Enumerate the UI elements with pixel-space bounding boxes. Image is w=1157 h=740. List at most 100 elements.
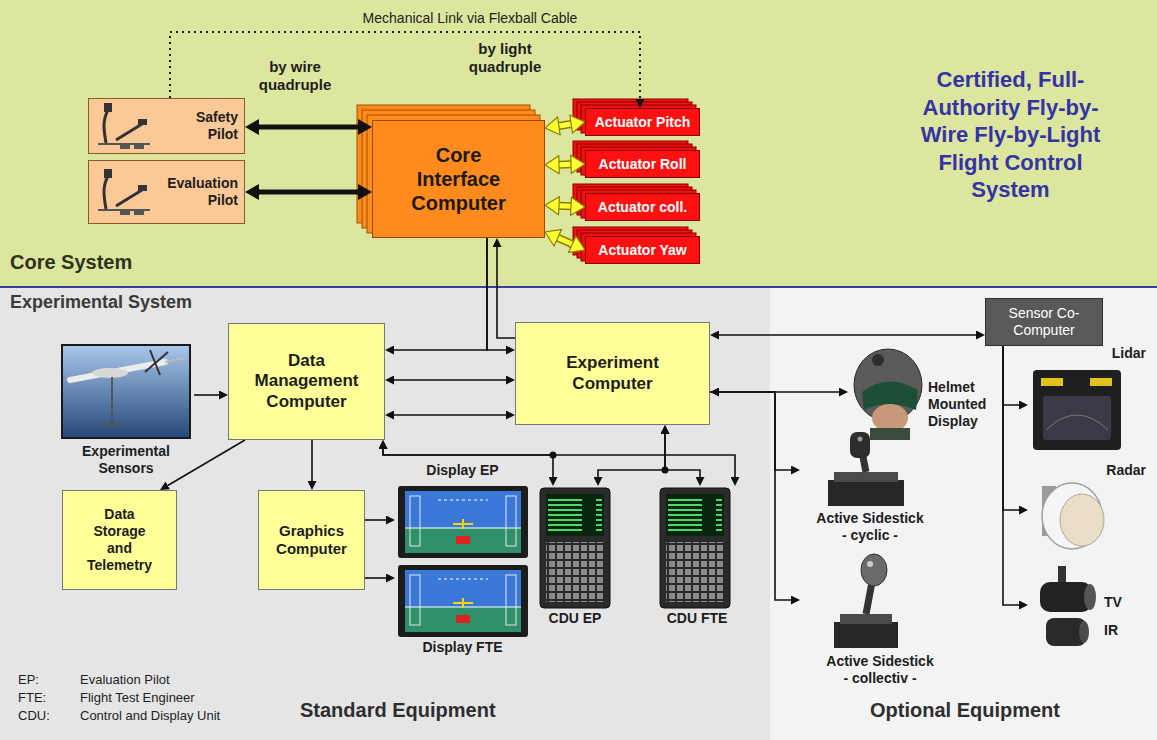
- sidestick-figure: [861, 554, 887, 586]
- display-unit: Display FTE: [395, 563, 532, 660]
- sensor-photo: [92, 368, 128, 378]
- abbreviation-meaning: Evaluation Pilot: [80, 672, 170, 688]
- connector-line: [497, 247, 515, 338]
- abbreviation-meaning: Control and Display Unit: [80, 708, 220, 724]
- connector: [1003, 346, 1019, 510]
- display-screen: [405, 607, 521, 632]
- abbreviation: EP:: [18, 672, 39, 688]
- lidar-unit: [1033, 370, 1121, 450]
- camera-sensor: TVIR: [1028, 562, 1150, 654]
- node-label: Data Storage and Telemetry: [83, 506, 156, 573]
- connector: [1003, 346, 1019, 605]
- display-screen: [456, 615, 470, 623]
- connector-line: [710, 392, 791, 470]
- actuator-box: Actuator Roll: [585, 150, 700, 178]
- connector-line: [1003, 346, 1019, 605]
- co-computer-box: Sensor Co-Computer: [985, 298, 1103, 346]
- sensor-photo: [70, 362, 165, 380]
- sidestick-figure: [834, 622, 898, 648]
- node-label: Lidar: [1088, 345, 1146, 362]
- control-icon: [104, 110, 108, 143]
- node-label: Experimental Sensors: [60, 443, 192, 477]
- node-label: Helmet Mounted Display: [928, 379, 996, 429]
- connector-line: [259, 125, 358, 130]
- connector-line: [194, 394, 219, 396]
- cable-note: Mechanical Link via Flexball Cable: [300, 10, 640, 27]
- display-screen: [398, 486, 528, 558]
- node-label: CDU FTE: [652, 610, 742, 627]
- node-label: Graphics Computer: [265, 522, 358, 558]
- sensor-photo: [62, 345, 190, 438]
- sidestick-figure: [866, 582, 872, 614]
- radar-dome: [1042, 483, 1104, 549]
- control-icon: [138, 119, 147, 125]
- cdu-unit: CDU FTE: [652, 486, 744, 632]
- pilot-fill: [88, 160, 245, 224]
- sidestick-figure: [850, 432, 870, 458]
- control-icon: [104, 169, 112, 178]
- display-screen: [398, 565, 528, 637]
- display-screen: [506, 496, 516, 546]
- connector: [559, 205, 571, 207]
- system-title: Certified, Full-Authority Fly-by-Wire Fl…: [918, 66, 1103, 204]
- display-screen: [453, 519, 473, 529]
- junction-dot: [662, 467, 669, 474]
- connector: [194, 395, 219, 396]
- connector: [394, 380, 506, 381]
- node-label: Actuator Roll: [599, 156, 687, 173]
- cdu-device: [540, 488, 610, 608]
- control-icon: [138, 185, 147, 191]
- region-title: Core System: [10, 250, 132, 274]
- control-icon: [98, 143, 150, 145]
- connector-line: [168, 440, 245, 485]
- node-label: Actuator Yaw: [598, 242, 686, 259]
- connector: [598, 434, 665, 477]
- lidar-unit: [1090, 378, 1112, 386]
- region-title: Standard Equipment: [300, 698, 496, 722]
- cdu-device: [548, 496, 602, 534]
- connector: [259, 192, 358, 193]
- connector: [559, 124, 571, 126]
- node-label: Data Management Computer: [239, 351, 374, 412]
- optional-region: Optional EquipmentSensor Co-ComputerHelm…: [770, 288, 1157, 740]
- sidestick-figure: [834, 472, 898, 482]
- node-label: IR: [1104, 622, 1144, 639]
- display-screen: [456, 536, 470, 544]
- sidestick-figure: [828, 432, 904, 506]
- control-icon: [120, 145, 130, 149]
- link-note: by wire quadruple: [250, 58, 340, 94]
- lidar-unit: [1043, 396, 1111, 440]
- connector: [170, 32, 640, 99]
- control-icon: [116, 124, 142, 140]
- control-icon: [104, 176, 108, 209]
- cdu-device: [660, 488, 730, 608]
- cdu-device: [668, 496, 722, 534]
- helmet-figure: [872, 354, 884, 366]
- display-screen: [438, 579, 488, 580]
- display-screen: [410, 575, 420, 625]
- node-label: Evaluation Pilot: [165, 175, 238, 209]
- core-system-band: Core System Certified, Full-Authority Fly…: [0, 0, 1157, 287]
- connector-line: [710, 392, 791, 600]
- connector-line: [394, 238, 487, 350]
- connector-outline: [558, 238, 572, 245]
- connector: [312, 440, 313, 481]
- node-label: Actuator coll.: [598, 199, 687, 216]
- sidestick-unit: Active Sidestick - collectiv -: [800, 553, 960, 693]
- radar-sensor: Radar: [1028, 462, 1150, 555]
- camera-turret: [1040, 566, 1096, 646]
- link-note: by light quadruple: [455, 40, 555, 76]
- storage-box: Data Storage and Telemetry: [62, 490, 177, 590]
- node-label: Core Interface Computer: [401, 143, 516, 215]
- connector: [259, 127, 358, 128]
- lidar-unit: [1041, 378, 1063, 386]
- connector: [365, 578, 386, 579]
- connector-outline: [559, 124, 571, 126]
- actuator-box: Actuator Yaw: [585, 236, 700, 264]
- connector: [710, 392, 791, 470]
- computer-box: Experiment Computer: [515, 322, 710, 425]
- display-screen: [506, 575, 516, 625]
- cdu-device: [660, 488, 730, 608]
- connector-line: [170, 32, 640, 99]
